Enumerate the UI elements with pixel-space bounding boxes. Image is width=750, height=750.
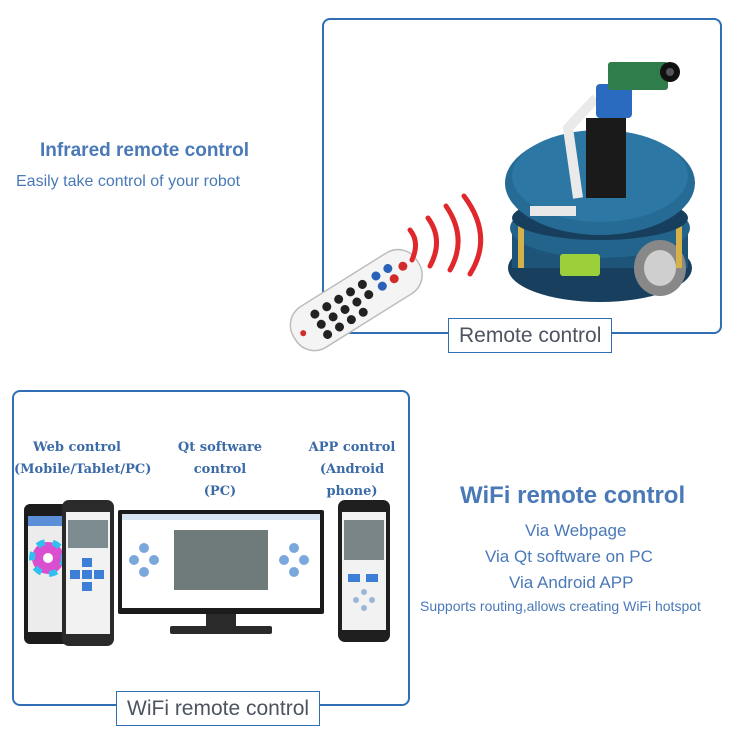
- ir-waves-icon: [407, 193, 484, 277]
- infrared-title: Infrared remote control: [40, 140, 250, 161]
- phone-icon: [338, 500, 390, 642]
- app-control-devices: (Android phone): [319, 462, 385, 499]
- web-control-heading: Web control (Mobile/Tablet/PC): [14, 437, 152, 481]
- remote-control-label: Remote control: [448, 318, 613, 353]
- qt-control-heading: Qt software control (PC): [150, 437, 290, 503]
- web-control-title: Web control: [33, 440, 121, 455]
- infrared-subtitle: Easily take control of your robot: [16, 173, 241, 190]
- wifi-line-routing: Supports routing,allows creating WiFi ho…: [420, 598, 701, 614]
- phone-icon: [24, 500, 114, 646]
- ir-remote-icon: [289, 248, 423, 352]
- app-control-heading: APP control (Android phone): [296, 437, 408, 503]
- wifi-remote-control-label: WiFi remote control: [116, 691, 321, 726]
- qt-control-devices: (PC): [203, 484, 237, 499]
- web-control-devices: (Mobile/Tablet/PC): [14, 462, 152, 477]
- wifi-line-webpage: Via Webpage: [525, 521, 627, 540]
- wifi-line-qt: Via Qt software on PC: [485, 547, 653, 566]
- app-control-title: APP control: [308, 440, 396, 455]
- wifi-line-android: Via Android APP: [509, 573, 634, 592]
- qt-control-title: Qt software control: [177, 440, 263, 477]
- robot-icon: [505, 62, 695, 302]
- wifi-title: WiFi remote control: [460, 482, 686, 509]
- monitor-icon: [118, 510, 324, 634]
